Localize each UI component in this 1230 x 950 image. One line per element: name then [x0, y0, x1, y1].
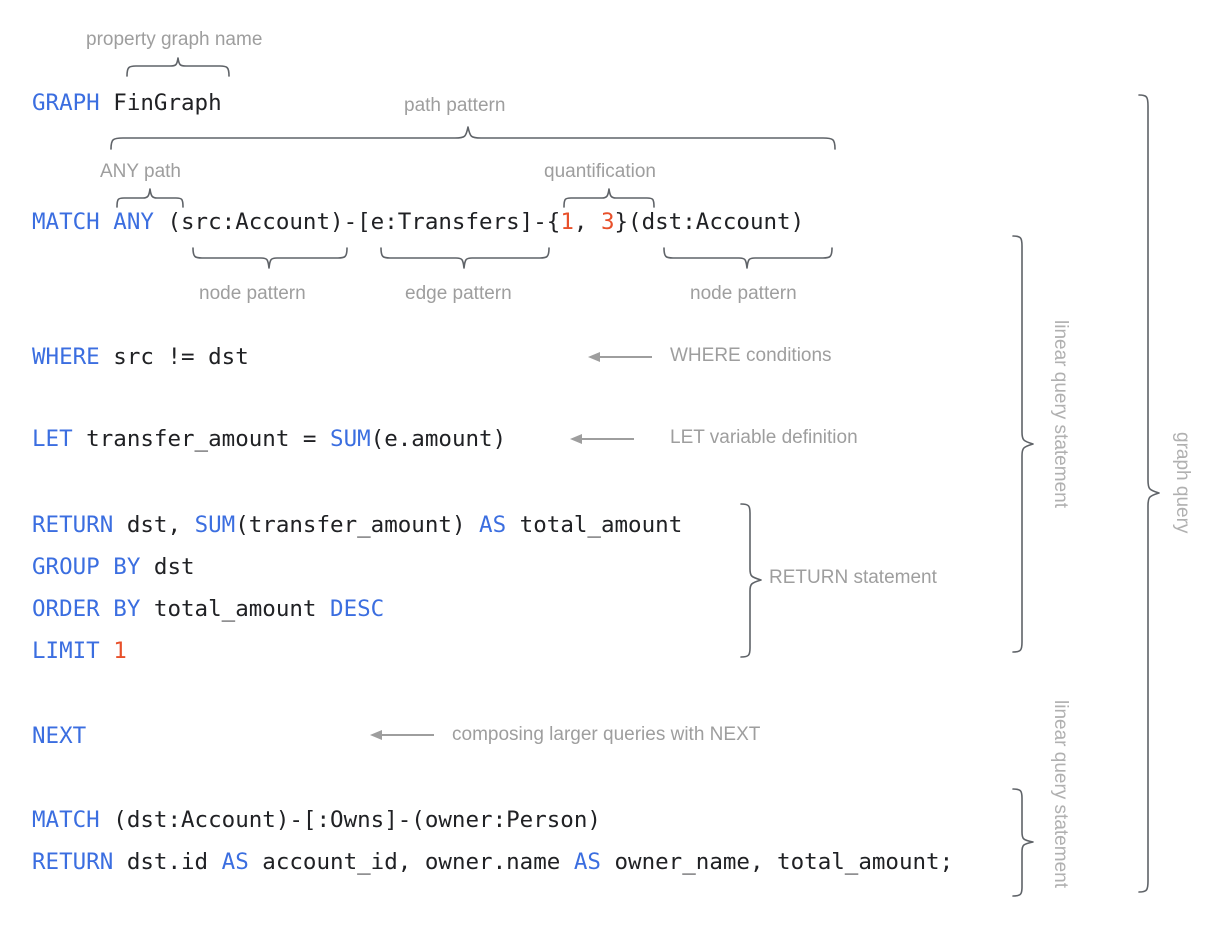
keyword-match: MATCH — [32, 807, 100, 833]
keyword-order-by: ORDER BY — [32, 596, 141, 622]
code-line-let: LET transfer_amount = SUM(e.amount) — [32, 424, 506, 454]
keyword-group-by: GROUP BY — [32, 554, 141, 580]
keyword-return: RETURN — [32, 512, 114, 538]
keyword-return: RETURN — [32, 849, 114, 875]
brace-linear-query-statement-1 — [1012, 235, 1034, 653]
label-let-variable-definition: LET variable definition — [670, 427, 858, 448]
code-token: dst.id — [113, 849, 222, 875]
graph-name-fingraph: FinGraph — [99, 90, 222, 116]
label-node-pattern-right: node pattern — [690, 283, 797, 304]
brace-any-path — [116, 188, 184, 208]
keyword-as: AS — [479, 512, 507, 538]
limit-value: 1 — [113, 638, 127, 664]
keyword-match: MATCH — [32, 209, 100, 235]
label-property-graph-name: property graph name — [86, 29, 263, 50]
code-token: (transfer_amount) — [235, 512, 480, 538]
label-linear-query-statement-1: linear query statement — [1050, 320, 1071, 508]
code-line-graph: GRAPH FinGraph — [32, 88, 222, 118]
code-line-match-2: MATCH (dst:Account)-[:Owns]-(owner:Perso… — [32, 805, 601, 835]
code-token — [100, 638, 114, 664]
keyword-desc: DESC — [330, 596, 385, 622]
keyword-let: LET — [32, 426, 73, 452]
brace-return-statement — [740, 503, 762, 658]
arrow-where-conditions — [588, 352, 652, 362]
code-line-where: WHERE src != dst — [32, 342, 249, 372]
function-sum: SUM — [194, 512, 236, 538]
code-token: total_amount — [140, 596, 331, 622]
code-token — [100, 209, 114, 235]
brace-node-pattern-right — [663, 247, 833, 269]
label-edge-pattern: edge pattern — [405, 283, 512, 304]
label-node-pattern-left: node pattern — [199, 283, 306, 304]
code-line-limit: LIMIT 1 — [32, 636, 127, 666]
label-graph-query: graph query — [1172, 432, 1193, 534]
quantifier-upper-bound: 3 — [600, 209, 615, 235]
brace-edge-pattern — [380, 247, 550, 269]
keyword-limit: LIMIT — [32, 638, 100, 664]
keyword-graph: GRAPH — [32, 90, 100, 116]
label-composing-with-next: composing larger queries with NEXT — [452, 724, 761, 745]
code-line-match-1: MATCH ANY (src:Account)-[e:Transfers]-{1… — [32, 207, 804, 237]
path-pattern-text: (src:Account)-[e:Transfers]-{ — [153, 209, 561, 235]
brace-path-pattern — [110, 126, 836, 150]
code-token: account_id, owner.name — [248, 849, 574, 875]
code-line-group-by: GROUP BY dst — [32, 552, 195, 582]
label-path-pattern: path pattern — [404, 95, 506, 116]
label-quantification: quantification — [544, 161, 656, 182]
code-line-return-1: RETURN dst, SUM(transfer_amount) AS tota… — [32, 510, 682, 540]
code-token: (e.amount) — [370, 426, 507, 452]
keyword-as: AS — [221, 849, 249, 875]
code-token: }(dst:Account) — [614, 209, 805, 235]
label-return-statement: RETURN statement — [769, 567, 937, 588]
arrow-let-variable-definition — [570, 434, 634, 444]
label-where-conditions: WHERE conditions — [670, 345, 832, 366]
code-line-next: NEXT — [32, 721, 86, 751]
arrow-composing-with-next — [370, 730, 434, 740]
code-token: dst, — [113, 512, 195, 538]
label-any-path: ANY path — [100, 161, 181, 182]
code-token: total_amount — [506, 512, 683, 538]
keyword-as: AS — [573, 849, 601, 875]
code-token: dst — [140, 554, 195, 580]
brace-graph-query — [1138, 94, 1160, 893]
function-sum: SUM — [330, 426, 371, 452]
where-expression: src != dst — [99, 344, 249, 370]
keyword-next: NEXT — [32, 723, 87, 749]
brace-node-pattern-left — [192, 247, 348, 269]
code-line-return-2: RETURN dst.id AS account_id, owner.name … — [32, 847, 953, 877]
quantifier-lower-bound: 1 — [560, 209, 574, 235]
code-token: , — [573, 209, 601, 235]
brace-property-graph-name — [126, 57, 230, 77]
code-token: (dst:Account)-[:Owns]-(owner:Person) — [99, 807, 601, 833]
label-linear-query-statement-2: linear query statement — [1050, 700, 1071, 888]
code-line-order-by: ORDER BY total_amount DESC — [32, 594, 384, 624]
code-token: transfer_amount = — [72, 426, 331, 452]
brace-linear-query-statement-2 — [1012, 788, 1034, 897]
keyword-where: WHERE — [32, 344, 100, 370]
keyword-any: ANY — [113, 209, 154, 235]
brace-quantification — [563, 188, 655, 208]
code-token: owner_name, total_amount; — [600, 849, 954, 875]
